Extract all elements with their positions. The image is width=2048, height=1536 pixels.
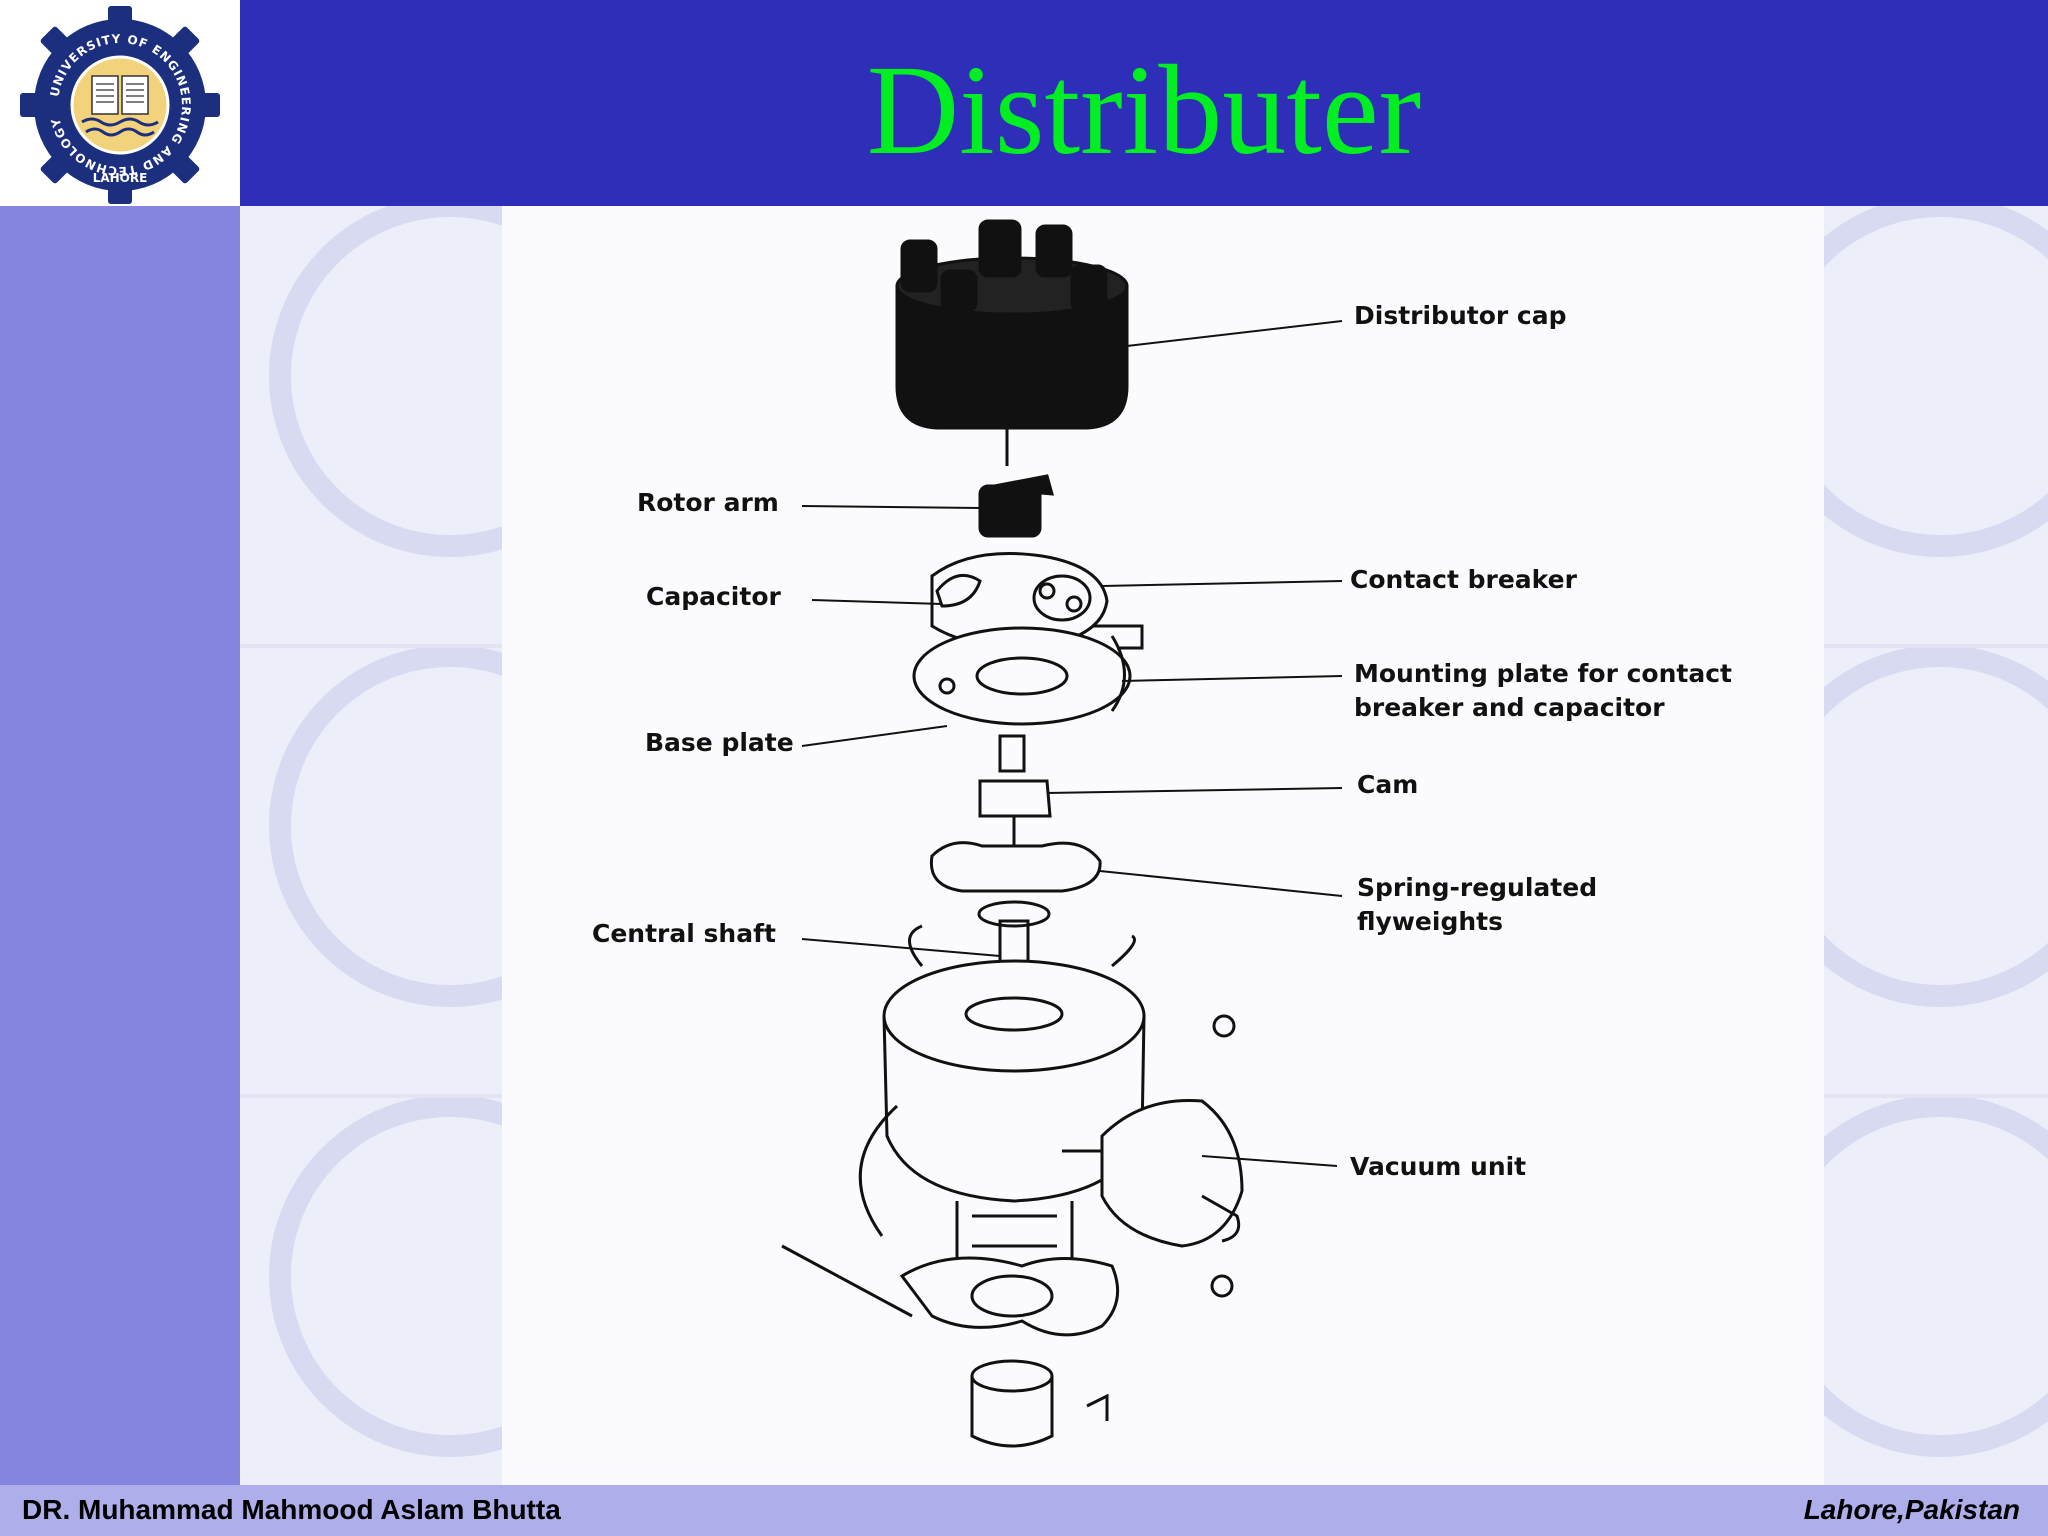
rotor-arm-shape xyxy=(978,474,1055,538)
label-central-shaft: Central shaft xyxy=(592,919,776,948)
label-mounting-plate-line2: breaker and capacitor xyxy=(1354,693,1665,722)
slide-title: Distributer xyxy=(866,39,1422,181)
label-mounting-plate: Mounting plate for contact xyxy=(1354,659,1732,688)
vacuum-unit-shape xyxy=(1062,1098,1244,1248)
label-capacitor: Capacitor xyxy=(646,582,781,611)
footer-author: DR. Muhammad Mahmood Aslam Bhutta xyxy=(22,1494,561,1525)
footer-location: Lahore,Pakistan xyxy=(1803,1494,2020,1525)
footer-bar xyxy=(0,1485,2048,1536)
flyweights-shape xyxy=(929,841,1102,928)
label-base-plate: Base plate xyxy=(645,728,794,757)
label-rotor-arm: Rotor arm xyxy=(637,488,779,517)
label-flyweights: Spring-regulated xyxy=(1357,873,1597,902)
cam-shape xyxy=(978,734,1052,856)
left-sidebar-strip xyxy=(0,206,240,1485)
header-bar xyxy=(240,0,2048,206)
university-logo-icon: UNIVERSITY OF ENGINEERING AND TECHNOLOGY… xyxy=(20,6,220,204)
distributor-exploded-view: Distributor cap Rotor arm Capacitor Cont… xyxy=(592,219,1732,1448)
distributor-diagram: Distributor cap Rotor arm Capacitor Cont… xyxy=(502,206,1824,1488)
central-shaft-shape xyxy=(858,919,1146,1288)
base-plate-shape xyxy=(912,626,1132,726)
university-logo: UNIVERSITY OF ENGINEERING AND TECHNOLOGY… xyxy=(0,0,240,206)
label-distributor-cap: Distributor cap xyxy=(1354,301,1567,330)
distributor-cap-shape xyxy=(895,219,1129,466)
lower-mount-shape xyxy=(781,1014,1236,1448)
label-flyweights-line2: flyweights xyxy=(1357,907,1503,936)
label-cam: Cam xyxy=(1357,770,1418,799)
contact-breaker-shape xyxy=(930,552,1144,650)
label-contact-breaker: Contact breaker xyxy=(1350,565,1578,594)
svg-text:LAHORE: LAHORE xyxy=(93,171,148,185)
label-vacuum-unit: Vacuum unit xyxy=(1350,1152,1526,1181)
